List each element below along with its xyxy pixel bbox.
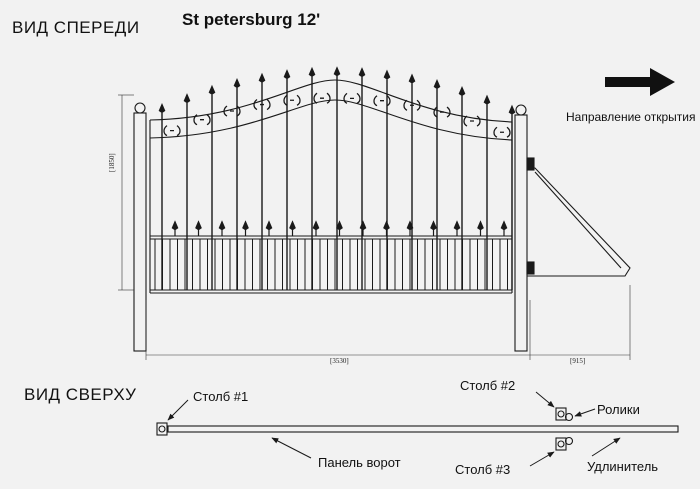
lower-roller bbox=[526, 261, 535, 275]
extension-dimension: [915] bbox=[570, 357, 586, 365]
left-post-cap bbox=[134, 102, 146, 114]
model-name: St petersburg 12' bbox=[182, 10, 321, 29]
front-view-gate bbox=[133, 79, 631, 352]
top-view bbox=[156, 407, 679, 451]
callout-arrows bbox=[167, 391, 621, 467]
width-dimension: [3530] bbox=[330, 357, 349, 365]
second-arch-rail bbox=[149, 99, 513, 141]
post3-label: Столб #3 bbox=[455, 462, 511, 477]
pickets-group bbox=[154, 66, 516, 290]
roller-bottom bbox=[564, 436, 574, 446]
left-post bbox=[133, 112, 147, 352]
top-arch-rail bbox=[149, 79, 513, 123]
top-panel bbox=[167, 425, 679, 433]
post3-shape bbox=[555, 437, 567, 451]
direction-arrow-icon bbox=[605, 68, 675, 96]
right-post bbox=[514, 114, 528, 352]
scrolls-group bbox=[163, 92, 511, 138]
front-view-title: ВИД СПЕРЕДИ bbox=[12, 18, 140, 37]
rollers-label: Ролики bbox=[597, 402, 640, 417]
extension-label: Удлинитель bbox=[587, 459, 659, 474]
dimension-lines bbox=[118, 94, 631, 360]
panel-label: Панель ворот bbox=[318, 455, 401, 470]
opening-direction-label: Направление открытия bbox=[566, 110, 696, 124]
top-view-title: ВИД СВЕРХУ bbox=[24, 385, 137, 404]
upper-roller bbox=[526, 157, 535, 171]
right-post-cap bbox=[515, 104, 527, 116]
gate-extension bbox=[527, 167, 631, 277]
roller-top bbox=[564, 412, 574, 422]
post2-shape bbox=[555, 407, 567, 421]
post1-shape bbox=[156, 422, 168, 436]
post1-label: Столб #1 bbox=[193, 389, 249, 404]
post2-label: Столб #2 bbox=[460, 378, 516, 393]
